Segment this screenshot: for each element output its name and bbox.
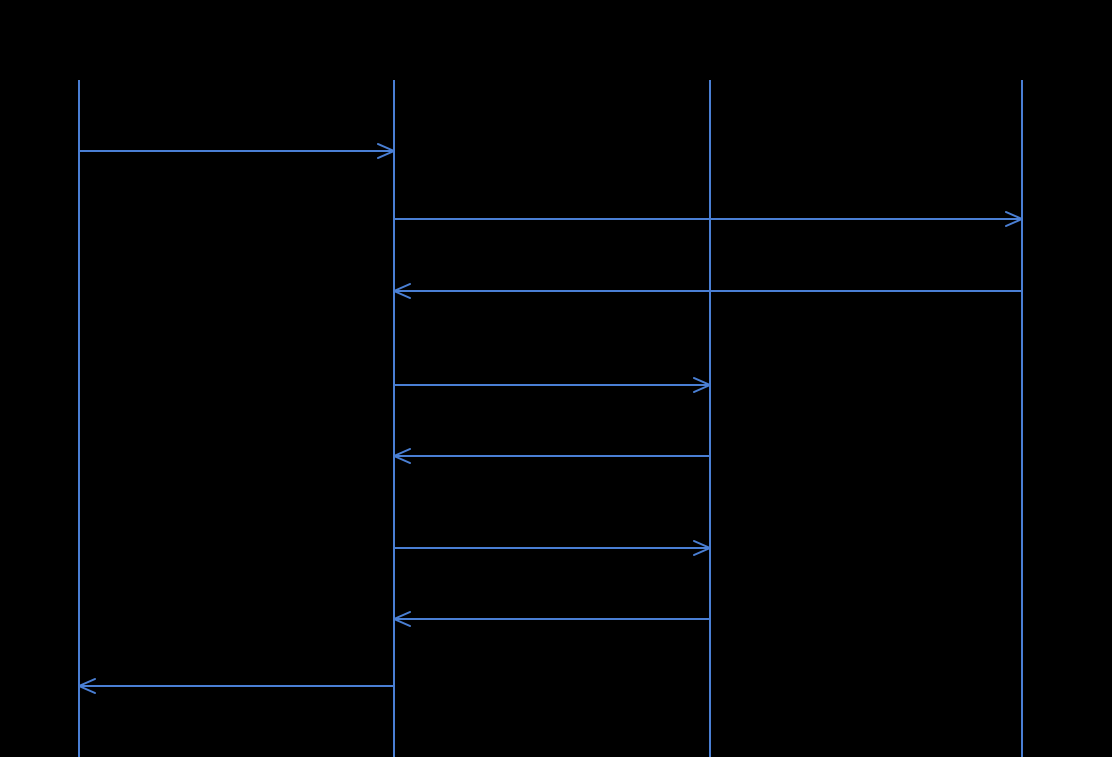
message-arrowhead-7 xyxy=(393,611,411,627)
message-arrowhead-3 xyxy=(393,283,411,299)
message-arrowhead-8 xyxy=(78,678,96,694)
message-arrowhead-5 xyxy=(393,448,411,464)
message-arrowhead-1 xyxy=(377,143,395,159)
message-arrowhead-6 xyxy=(693,540,711,556)
lifelines-group xyxy=(78,80,1023,757)
messages-group xyxy=(78,143,1023,694)
message-arrowhead-4 xyxy=(693,377,711,393)
message-arrowhead-2 xyxy=(1005,211,1023,227)
